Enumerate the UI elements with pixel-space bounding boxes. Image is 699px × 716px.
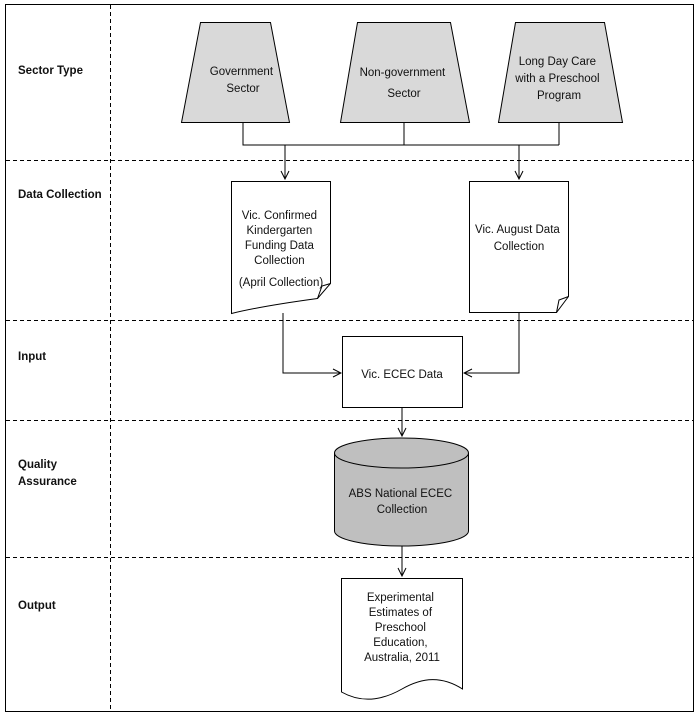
lane-label-sector-type: Sector Type — [18, 65, 83, 77]
node-label-line: Collection — [377, 504, 428, 516]
vic-august-data-document — [469, 181, 569, 313]
vic-confirmed-kindergarten-document — [231, 181, 331, 315]
lane-label-data-collection: Data Collection — [18, 189, 102, 201]
node-label-line: Australia, 2011 — [364, 652, 440, 664]
diagram-border — [5, 4, 694, 712]
node-label-line: Estimates of — [369, 607, 433, 619]
node-label-line: Sector — [387, 88, 420, 100]
node-label-line: Collection — [254, 255, 305, 267]
node-label-line: Preschool — [375, 622, 426, 634]
document-fold — [317, 283, 331, 299]
node-label-line: Vic. August Data — [475, 224, 560, 236]
lane-label-line: Output — [18, 600, 56, 612]
node-label-line: ABS National ECEC — [349, 488, 453, 500]
lane-label-line: Data Collection — [18, 189, 102, 201]
connector-government-to-confirmed — [242, 122, 285, 179]
abs-national-ecec-cylinder-top — [334, 437, 469, 469]
node-label-line: Collection — [494, 241, 545, 253]
node-label-line: Education, — [373, 637, 427, 649]
connector-august-to-ecec — [464, 313, 520, 373]
lane-label-line: Quality — [18, 459, 58, 471]
node-label-line: Sector — [226, 83, 259, 95]
node-label-line: Experimental — [367, 592, 434, 604]
vic-ecec-data-label: Vic. ECEC Data — [361, 369, 443, 381]
experimental-estimates-document — [341, 578, 463, 700]
node-label-line: Vic. ECEC Data — [361, 369, 443, 381]
government-sector-shape — [180, 22, 291, 123]
lane-label-input: Input — [18, 351, 46, 363]
long-day-care-shape — [497, 22, 624, 123]
lane-label-quality-assurance: Quality Assurance — [18, 459, 77, 488]
experimental-estimates-label: Experimental Estimates of Preschool Educ… — [364, 592, 440, 664]
vic-confirmed-kindergarten-label: Vic. Confirmed Kindergarten Funding Data… — [239, 210, 324, 289]
lane-label-line: Sector Type — [18, 65, 83, 77]
connector-confirmed-to-ecec — [282, 313, 341, 373]
node-label-line: Kindergarten — [246, 225, 312, 237]
node-label-line: Program — [537, 90, 581, 102]
node-label-line: with a Preschool — [514, 73, 599, 85]
abs-national-ecec-label: ABS National ECEC Collection — [349, 488, 456, 516]
node-label-line: Government — [210, 66, 274, 78]
lane-label-output: Output — [18, 600, 56, 612]
node-label-line: Funding Data — [245, 240, 315, 252]
document-fold — [556, 296, 569, 313]
lane-label-line: Input — [18, 351, 46, 363]
abs-national-ecec-cylinder-body — [334, 453, 469, 547]
node-label-line: (April Collection) — [239, 277, 324, 289]
vic-ecec-data-box — [342, 336, 463, 408]
non-government-sector-label: Non-government Sector — [360, 67, 449, 100]
non-government-sector-shape — [339, 22, 471, 123]
long-day-care-label: Long Day Care with a Preschool Program — [514, 56, 603, 102]
vic-august-data-label: Vic. August Data Collection — [475, 224, 563, 253]
node-label-line: Long Day Care — [519, 56, 596, 68]
government-sector-label: Government Sector — [210, 66, 276, 95]
lane-label-line: Assurance — [18, 476, 77, 488]
node-label-line: Non-government — [360, 67, 446, 79]
node-label-line: Vic. Confirmed — [242, 210, 317, 222]
